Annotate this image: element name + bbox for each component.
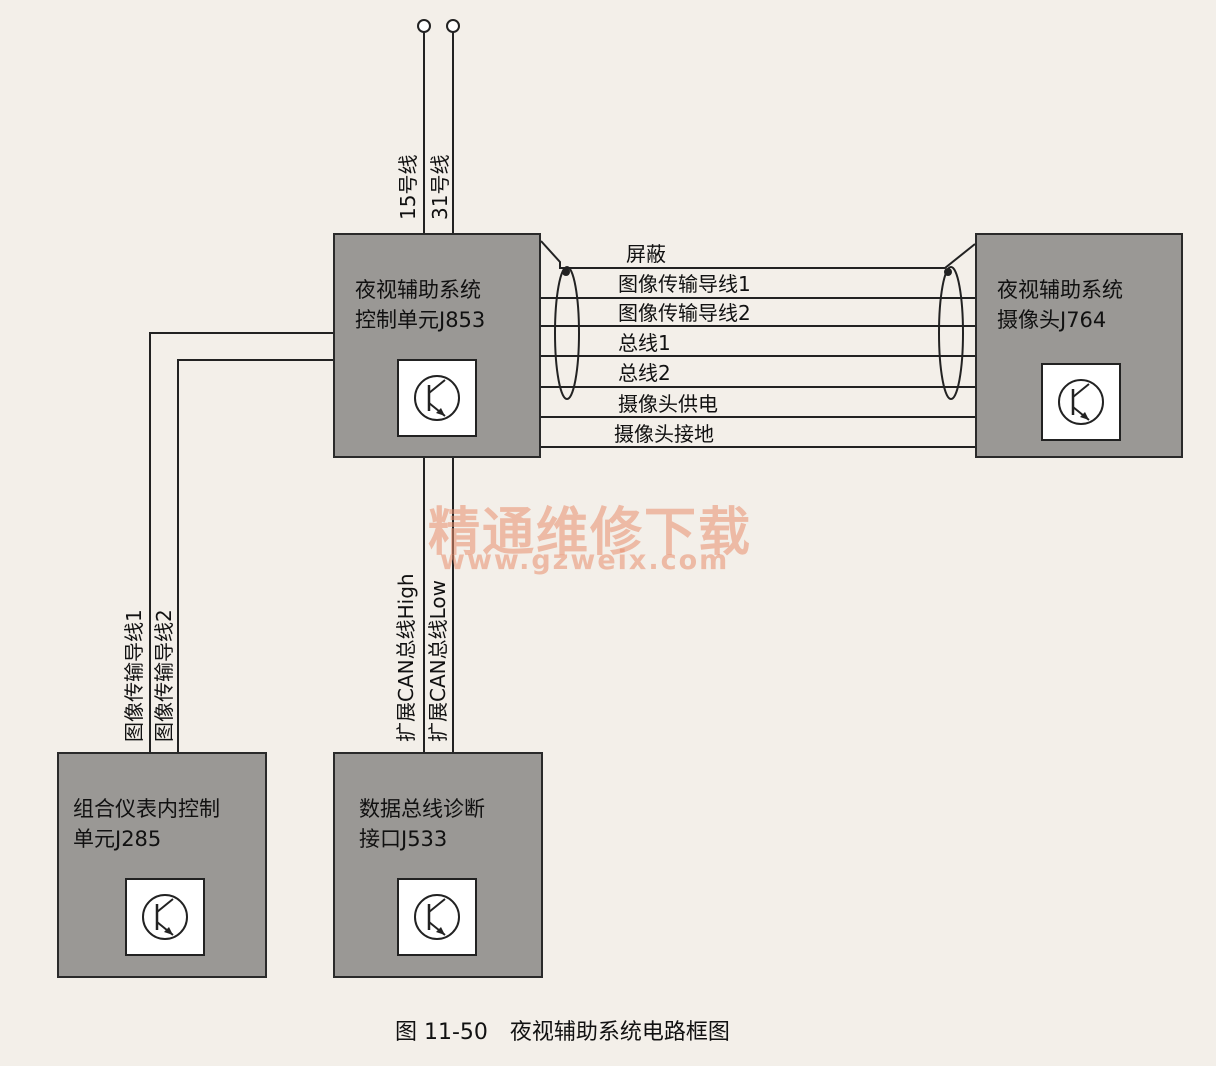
shield-ellipse-left [554, 266, 580, 400]
wire-label-bus-2: 总线2 [618, 361, 671, 385]
watermark-text: 精通维修下载 [428, 503, 753, 563]
j764-label: 夜视辅助系统 摄像头J764 [997, 278, 1123, 332]
j853-chip [397, 359, 477, 437]
wire-label-15: 15号线 [396, 154, 420, 220]
terminal-31 [446, 19, 460, 33]
figure-caption: 图 11-50 夜视辅助系统电路框图 [395, 1020, 730, 1045]
wire-label-can-high: 扩展CAN总线High [394, 573, 418, 742]
wire-shield [540, 240, 976, 269]
j853-label: 夜视辅助系统 控制单元J853 [355, 278, 486, 332]
wire-label-image-1: 图像传输导线1 [618, 272, 751, 296]
wire-label-camera-ground: 摄像头接地 [614, 422, 714, 446]
terminal-15 [417, 19, 431, 33]
diagnostic-interface-j533: 数据总线诊断 接口J533 [333, 752, 543, 978]
instrument-cluster-j285: 组合仪表内控制 单元J285 [57, 752, 267, 978]
j533-label: 数据总线诊断 接口J533 [359, 797, 485, 851]
shield-dot-left [562, 268, 570, 276]
wire-label-left-image-2: 图像传输导线2 [152, 609, 176, 742]
wire-label-left-image-1: 图像传输导线1 [122, 609, 146, 742]
wire-label-shield: 屏蔽 [626, 242, 666, 266]
j533-chip [397, 878, 477, 956]
shield-dot-right [944, 268, 952, 276]
wire-label-can-low: 扩展CAN总线Low [426, 580, 450, 742]
camera-j764: 夜视辅助系统 摄像头J764 [975, 233, 1183, 458]
j285-chip [125, 878, 205, 956]
wire-label-image-2: 图像传输导线2 [618, 301, 751, 325]
transistor-icon [414, 894, 460, 940]
wire-left-image-2 [177, 359, 333, 755]
wire-label-31: 31号线 [428, 154, 452, 220]
j285-label: 组合仪表内控制 单元J285 [73, 797, 220, 851]
j764-chip [1041, 363, 1121, 441]
watermark-url: www.gzweix.com [440, 545, 730, 576]
transistor-icon [1058, 379, 1104, 425]
shield-ellipse-right [938, 266, 964, 400]
control-unit-j853: 夜视辅助系统 控制单元J853 [333, 233, 541, 458]
wire-label-bus-1: 总线1 [618, 331, 671, 355]
transistor-icon [414, 375, 460, 421]
wire-left-image-1 [149, 332, 333, 755]
transistor-icon [142, 894, 188, 940]
wire-label-camera-power: 摄像头供电 [618, 392, 718, 416]
